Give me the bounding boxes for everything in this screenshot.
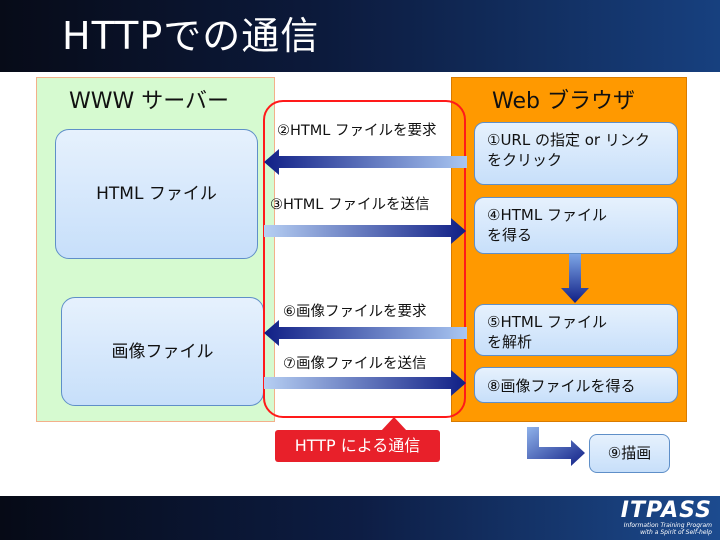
html-file-box: HTML ファイル [55,129,258,259]
browser-panel-title: Web ブラウザ [492,89,635,114]
arrow-step3-right [264,218,466,244]
http-callout: HTTP による通信 [275,430,440,462]
step2-label: ②HTML ファイルを要求 [277,123,437,139]
html-file-label: HTML ファイル [96,184,217,204]
arrow-step6-left [264,320,467,346]
step7-label: ⑦画像ファイルを送信 [283,356,427,372]
step9-render-box: ⑨描画 [589,434,670,473]
step5-box: ⑤HTML ファイル を解析 [474,304,678,356]
slide-title: HTTPでの通信 [62,14,320,58]
callout-pointer [381,417,407,431]
step3-label: ③HTML ファイルを送信 [270,197,430,213]
itpass-logo: ITPASS Information Training Program with… [620,498,712,537]
image-file-box: 画像ファイル [61,297,264,406]
arrow-step2-left [264,149,467,175]
arrow-step9-elbow [527,427,585,466]
slide-footer [0,496,720,540]
logo-wordmark: ITPASS [620,498,712,523]
slide-header: HTTPでの通信 [0,0,720,72]
logo-tagline-2: with a Spirit of Self-help [640,529,712,536]
image-file-label: 画像ファイル [111,341,214,362]
step8-box: ⑧画像ファイルを得る [474,367,678,403]
arrow-step7-right [264,370,466,396]
arrow-step4-down [561,254,589,303]
server-panel-title: WWW サーバー [69,89,230,114]
step4-box: ④HTML ファイル を得る [474,197,678,254]
step1-box: ①URL の指定 or リンク をクリック [474,122,678,185]
step6-label: ⑥画像ファイルを要求 [283,304,427,320]
logo-tagline-1: Information Training Program [623,522,712,529]
http-communication-outline [263,100,466,418]
